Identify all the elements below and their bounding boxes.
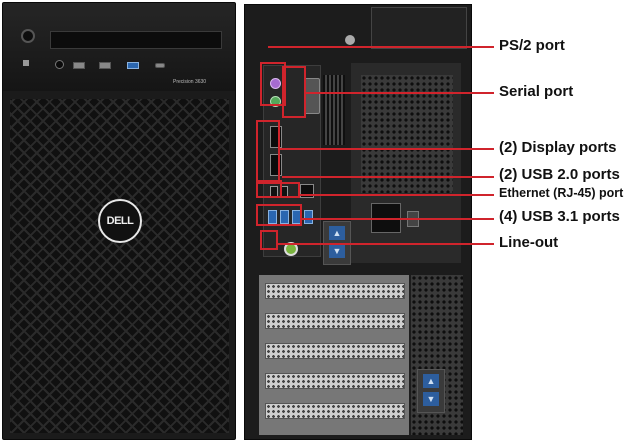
lineout-callout-line [278, 243, 494, 245]
front-usb3-port [127, 62, 139, 69]
callout-label-usb2: (2) USB 2.0 ports [499, 166, 620, 183]
expansion-slot-cover [265, 403, 405, 419]
serial-port [304, 78, 320, 114]
ethernet-callout-line [300, 194, 494, 196]
ps2-callout-box [260, 62, 286, 106]
arrow-up-icon: ▲ [423, 374, 439, 388]
psu-vent [361, 75, 453, 193]
dell-logo: DELL [98, 199, 142, 243]
usb2-callout-line [282, 176, 494, 178]
ps2-port-green [270, 96, 281, 107]
usb3-callout-line [302, 218, 494, 220]
usb3-port [268, 210, 277, 224]
arrow-up-icon: ▲ [329, 226, 345, 240]
io-vent [323, 75, 345, 145]
usb2-callout-box [256, 180, 282, 198]
expansion-slot-cover [265, 373, 405, 389]
tower-back-view: ▲ ▼ ▲ ▼ [244, 4, 472, 440]
screw-icon [345, 35, 355, 45]
expansion-slot-cover [265, 313, 405, 329]
ps2-port-purple [270, 78, 281, 89]
power-button [21, 29, 35, 43]
lineout-callout-box [260, 230, 278, 250]
front-mesh-grille [10, 99, 229, 433]
callout-label-ethernet: Ethernet (RJ-45) port [499, 186, 624, 200]
ps2-callout-line [268, 46, 494, 48]
usb3-callout-box [256, 204, 302, 226]
arrow-down-icon: ▼ [329, 244, 345, 258]
front-usb-port [99, 62, 111, 69]
optical-drive-bay [50, 31, 222, 49]
front-usb-port [73, 62, 85, 69]
callout-label-ps2: PS/2 port [499, 37, 565, 54]
callout-label-usb3: (4) USB 3.1 ports [499, 208, 620, 225]
usb3-port [280, 210, 289, 224]
power-supply [351, 63, 461, 263]
callout-label-serial: Serial port [499, 83, 574, 100]
dell-logo-text: DELL [106, 215, 134, 227]
model-label: Precision 3630 [173, 79, 207, 85]
callout-label-lineout: Line-out [499, 234, 559, 251]
headphone-jack [55, 60, 64, 69]
arrow-down-icon: ▼ [423, 392, 439, 406]
tower-front-view: Precision 3630 DELL [2, 2, 236, 440]
front-io-panel: Precision 3630 [3, 3, 235, 91]
display-callout-line [280, 148, 494, 150]
front-usb-c-port [155, 63, 165, 68]
ethernet-callout-box [280, 182, 300, 198]
serial-callout-box [282, 66, 306, 118]
expansion-slot-cover [265, 283, 405, 299]
expansion-slot-cover [265, 343, 405, 359]
usb3-port [304, 210, 313, 224]
release-latch: ▲ ▼ [417, 369, 445, 413]
serial-callout-line [306, 92, 494, 94]
callout-label-display: (2) Display ports [499, 139, 617, 156]
display-callout-box [256, 120, 280, 184]
expansion-slots [259, 275, 409, 435]
top-handle [371, 7, 467, 49]
drive-activity-icon [23, 60, 29, 66]
